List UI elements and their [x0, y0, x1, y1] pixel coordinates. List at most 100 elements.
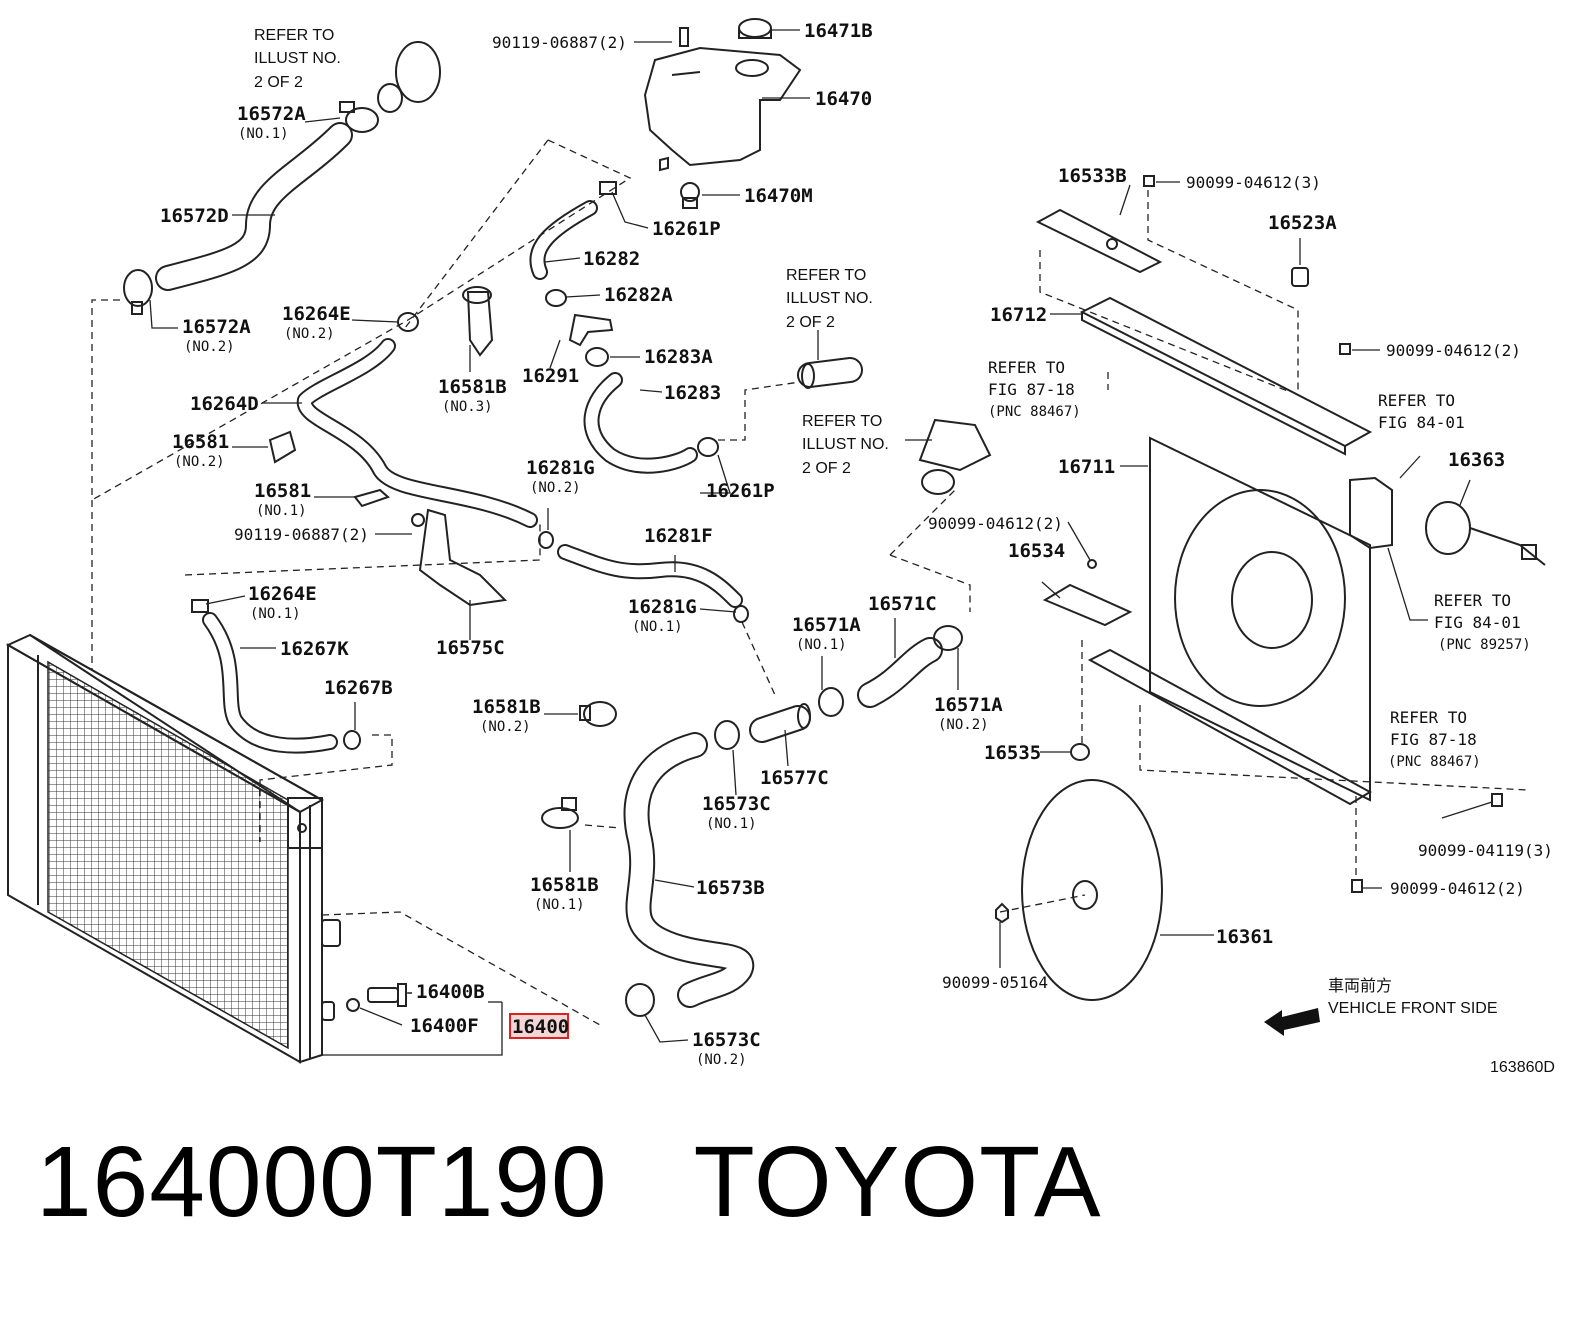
- label-16571A-no1: 16571A: [792, 614, 861, 636]
- clamp-16581B-no1: [541, 797, 579, 829]
- hose-16572D: [155, 122, 353, 291]
- refer-fig8401-bot-line2: FIG 84-01: [1434, 613, 1521, 632]
- sublabel-16264E-no1: (NO.1): [250, 606, 301, 622]
- cushion-16523A: [1291, 267, 1309, 287]
- clamp-16573C-no1: [714, 720, 740, 750]
- vehicle-front-english: VEHICLE FRONT SIDE: [1328, 1000, 1498, 1017]
- label-16581-no2: 16581: [172, 431, 229, 453]
- label-16573C-no2: 16573C: [692, 1029, 761, 1051]
- label-16533B: 16533B: [1058, 165, 1127, 187]
- sublabel-16572A-no2: (NO.2): [184, 339, 235, 355]
- label-16267K: 16267K: [280, 638, 349, 660]
- label-16400-highlighted: 16400: [512, 1016, 569, 1038]
- label-16534: 16534: [1008, 540, 1065, 562]
- hose-16282: [529, 181, 617, 280]
- label-16291: 16291: [522, 365, 579, 387]
- pipe-refer-illust: [797, 357, 863, 389]
- sublabel-16581B-no1: (NO.1): [534, 897, 585, 913]
- label-90099-04612-2c: 90099-04612(2): [1390, 879, 1525, 898]
- sublabel-16571A-no2: (NO.2): [938, 717, 989, 733]
- drain-cock-16400B: [367, 983, 412, 1007]
- cushion-16535: [1070, 743, 1090, 761]
- shroud-16711: [1149, 436, 1371, 802]
- sublabel-16581-no2: (NO.2): [174, 454, 225, 470]
- label-16261P-bottom: 16261P: [706, 480, 775, 502]
- refer-illust-mid-line3: 2 OF 2: [786, 314, 835, 331]
- bolt-90099-04612-2c: [1351, 879, 1363, 893]
- label-16572A-no2: 16572A: [182, 316, 251, 338]
- refer-fig8401-bot-line1: REFER TO: [1434, 591, 1511, 610]
- label-16281G-no1: 16281G: [628, 596, 697, 618]
- label-16264E-no2: 16264E: [282, 303, 351, 325]
- dashed-guides: [91, 139, 1529, 1026]
- bracket-16534: [1042, 559, 1133, 627]
- sublabel-16264E-no2: (NO.2): [284, 326, 335, 342]
- refer-illust-thermo-line3: 2 OF 2: [802, 460, 851, 477]
- bolt-90099-04612-3: [1143, 175, 1155, 187]
- refer-fig8718-bot-line3: (PNC 88467): [1388, 754, 1481, 770]
- refer-illust-mid-line2: ILLUST NO.: [786, 290, 873, 307]
- motor-16363: [1425, 501, 1546, 566]
- clamp-16571A-no1: [818, 687, 844, 717]
- reservoir-tank-16470: [643, 18, 802, 209]
- label-16572D: 16572D: [160, 205, 229, 227]
- caption-brand: TOYOTA: [693, 1126, 1102, 1238]
- label-16264D: 16264D: [190, 393, 259, 415]
- clamp-16264E-no1: [191, 599, 209, 613]
- refer-fig8718-bot-line1: REFER TO: [1390, 708, 1467, 727]
- highlight-box-16400: [509, 1013, 569, 1039]
- refer-fig8718-top-line1: REFER TO: [988, 358, 1065, 377]
- label-16264E-no1: 16264E: [248, 583, 317, 605]
- clamp-16572A-no2: [123, 269, 153, 315]
- hose-16281F: [557, 544, 743, 608]
- label-16575C: 16575C: [436, 637, 505, 659]
- vehicle-front-japanese: 車両前方: [1328, 977, 1392, 995]
- label-16571A-no2: 16571A: [934, 694, 1003, 716]
- bolt-90099-04119: [1491, 793, 1503, 807]
- label-16400F: 16400F: [410, 1015, 479, 1037]
- label-90119-06887-mid: 90119-06887(2): [234, 525, 369, 544]
- refer-fig8718-bot-line2: FIG 87-18: [1390, 730, 1477, 749]
- label-16400B: 16400B: [416, 981, 485, 1003]
- sublabel-16573C-no2: (NO.2): [696, 1052, 747, 1068]
- water-outlet-refer: [377, 41, 441, 113]
- clamp-16283A: [585, 347, 609, 367]
- label-16581-no1: 16581: [254, 480, 311, 502]
- sublabel-16281G-no1: (NO.1): [632, 619, 683, 635]
- label-90099-04612-2b: 90099-04612(2): [928, 514, 1063, 533]
- label-90099-04612-2a: 90099-04612(2): [1386, 341, 1521, 360]
- bracket-16533B: [1035, 208, 1163, 274]
- sublabel-16572A-no1: (NO.1): [238, 126, 289, 142]
- label-16470: 16470: [815, 88, 872, 110]
- label-16581B-no1: 16581B: [530, 874, 599, 896]
- label-90119-06887-top: 90119-06887(2): [492, 33, 627, 52]
- label-16363: 16363: [1448, 449, 1505, 471]
- pipe-16291: [568, 313, 614, 347]
- bolt-90099-04612-2a: [1339, 343, 1351, 355]
- label-16571C: 16571C: [868, 593, 937, 615]
- radiator-16400: [5, 633, 341, 1064]
- refer-illust-top-line2: ILLUST NO.: [254, 50, 341, 67]
- sublabel-16281G-no2: (NO.2): [530, 480, 581, 496]
- sublabel-16581B-no2: (NO.2): [480, 719, 531, 735]
- sublabel-16581B-no3: (NO.3): [442, 399, 493, 415]
- pipe-16577C: [749, 703, 811, 743]
- sublabel-16573C-no1: (NO.1): [706, 816, 757, 832]
- label-16712: 16712: [990, 304, 1047, 326]
- bracket-16575C: [411, 508, 508, 607]
- sublabel-16581-no1: (NO.1): [256, 503, 307, 519]
- label-16283A: 16283A: [644, 346, 713, 368]
- label-16282: 16282: [583, 248, 640, 270]
- refer-fig8401-top-line2: FIG 84-01: [1378, 413, 1465, 432]
- resistor-refer-8401: [1349, 476, 1393, 550]
- leader-lines: [149, 29, 1493, 1056]
- label-16581B-no3: 16581B: [438, 376, 507, 398]
- clamp-16571A-no2: [933, 625, 963, 651]
- clamp-16581-no1: [353, 488, 390, 508]
- label-16470M: 16470M: [744, 185, 813, 207]
- label-16282A: 16282A: [604, 284, 673, 306]
- clamp-16282A: [545, 289, 567, 307]
- clamp-16581-no2: [268, 430, 297, 464]
- refer-fig8401-bot-line3: (PNC 89257): [1438, 637, 1531, 653]
